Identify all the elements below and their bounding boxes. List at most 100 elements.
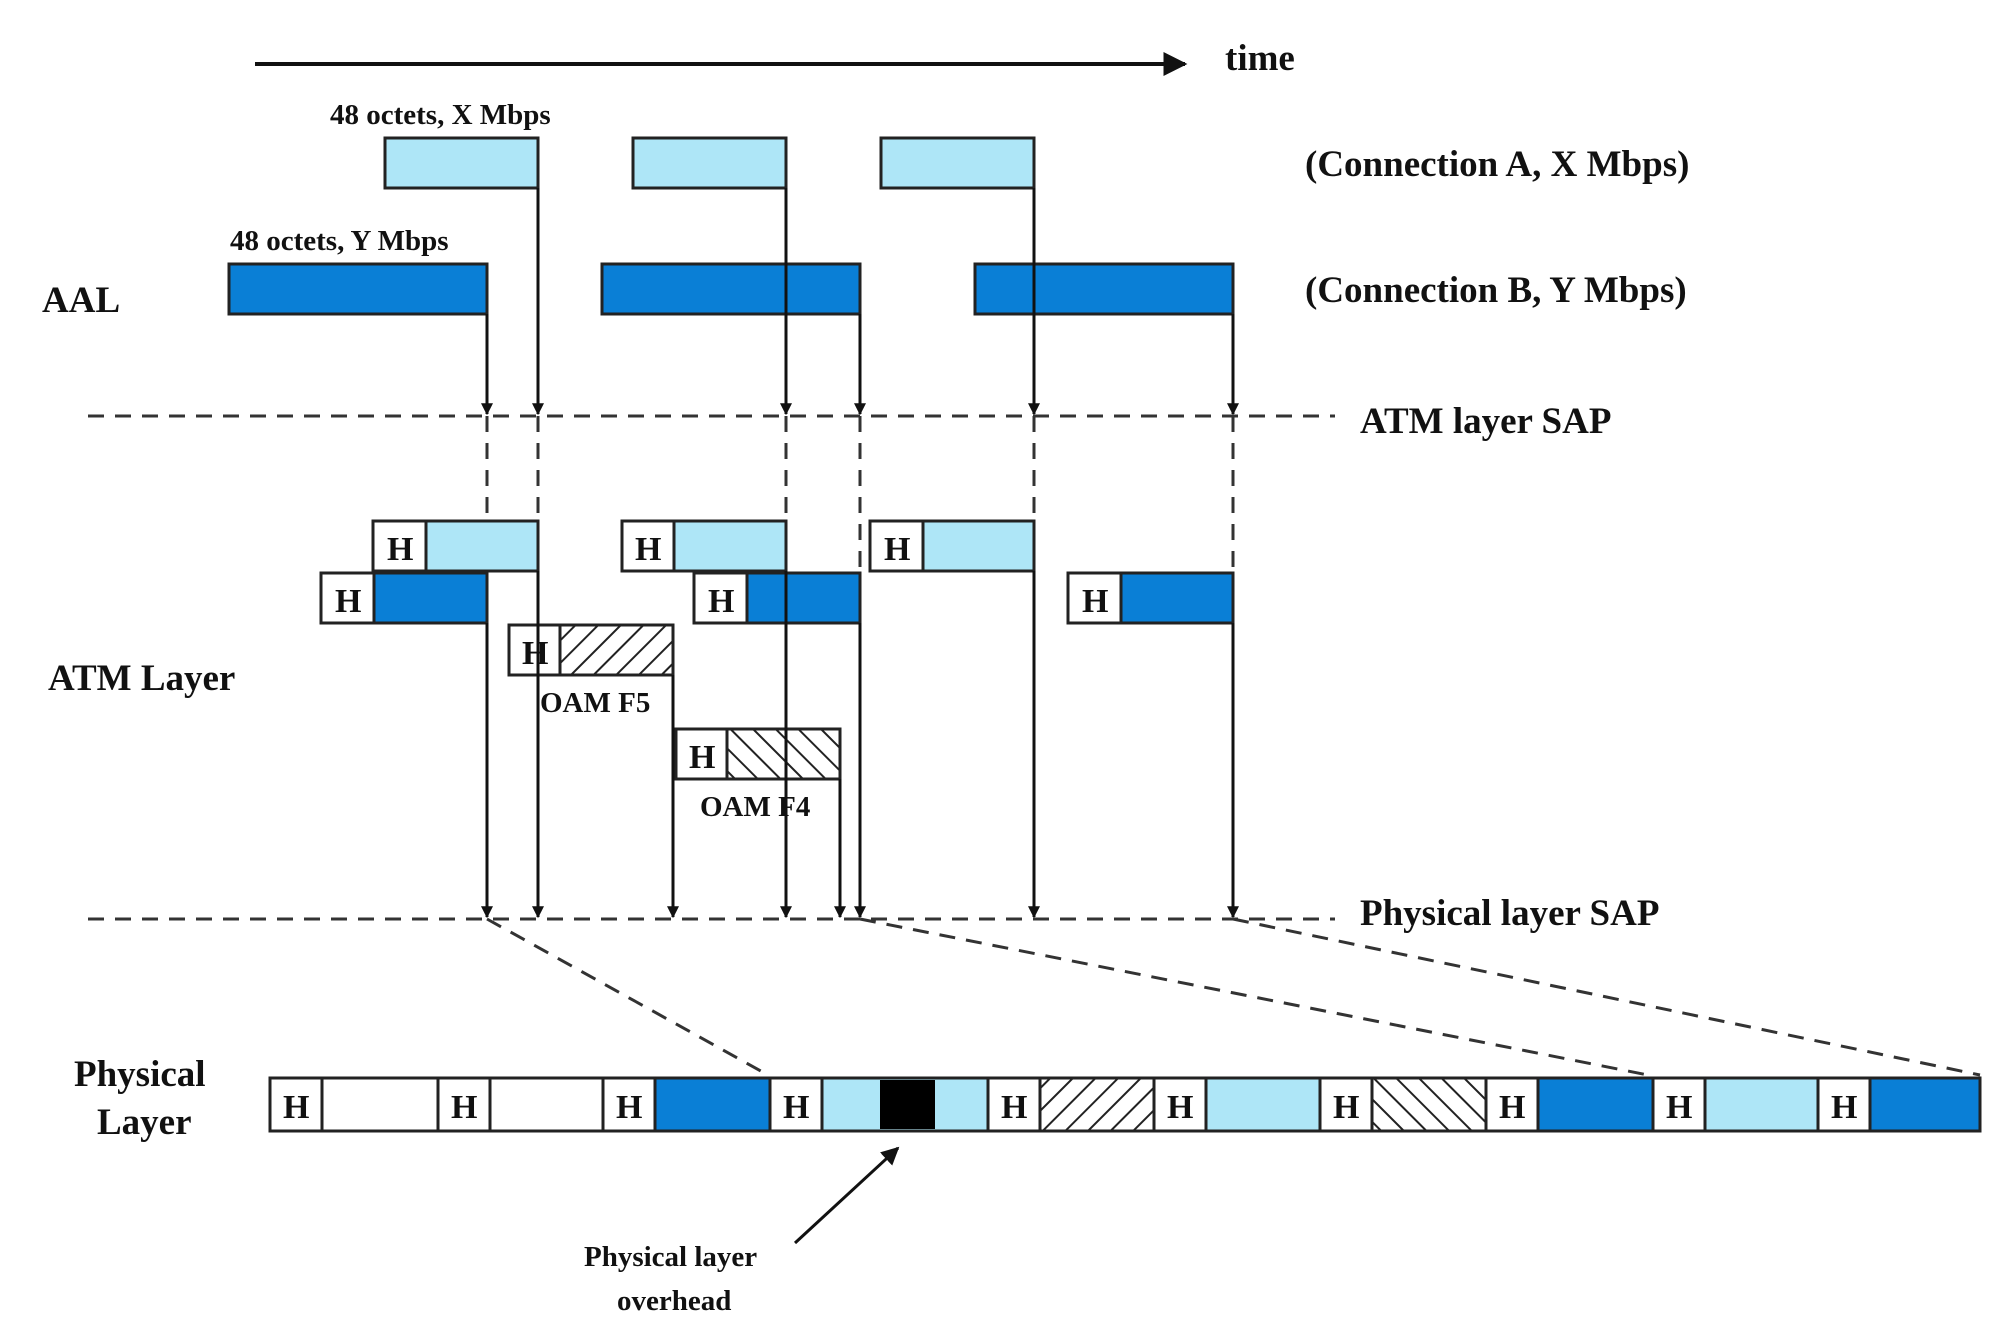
aal-layer-label: AAL [42,280,120,321]
phys-cell-oam-f5: H [986,1076,1156,1133]
physical-mapping-dashed-lines [486,917,1981,1077]
cell-payload-idle [320,1076,440,1133]
aal-sdu-b-2 [600,262,862,316]
header-letter: H [522,635,548,672]
atm-cell-a-1: H [371,519,540,573]
oam-f4-payload [1370,1076,1488,1133]
atm-layer-label: ATM Layer [48,658,235,699]
phys-cell-b-2: H [1484,1076,1655,1133]
aal-connection-b-sdus [227,262,1235,316]
cell-header [868,519,925,573]
physical-layer-label-line1: Physical [74,1054,206,1095]
header-letter: H [283,1089,309,1126]
header-letter: H [708,583,734,620]
header-letter: H [1167,1089,1193,1126]
cell-header [507,623,562,677]
header-letter: H [1499,1089,1525,1126]
atm-sap-label: ATM layer SAP [1360,401,1611,442]
overhead-arrow [793,1146,900,1245]
cell-header [268,1076,324,1133]
aal-to-atm-sap-arrows [481,188,1239,416]
phys-cell-a-2: H [1152,1076,1322,1133]
header-letter: H [783,1089,809,1126]
aal-sdu-a-3 [879,136,1036,190]
oam-f4-label: OAM F4 [700,791,810,823]
overhead-annotation: Physical layer overhead [584,1146,900,1317]
map-line-b3 [1232,917,1981,1077]
overhead-label-line2: overhead [617,1285,731,1317]
connection-b-label: (Connection B, Y Mbps) [1305,270,1687,311]
cell-payload-a [1204,1076,1322,1133]
time-axis: time [255,38,1295,79]
oam-f4-payload [725,727,842,781]
physical-stream: H H H H H H H [268,1076,1982,1133]
header-letter: H [387,531,413,568]
cell-payload-b [372,571,489,625]
atm-cells: H H H H H H [319,519,1235,823]
overhead-label-line1: Physical layer [584,1241,757,1273]
physical-sap-label: Physical layer SAP [1360,893,1659,934]
cell-payload-b [745,571,862,625]
time-label: time [1225,38,1295,79]
aal-sdu-b-3 [973,262,1235,316]
atm-cell-b-1: H [319,571,489,625]
cell-payload-b [1868,1076,1982,1133]
atm-to-physical-sap-arrows [481,571,1239,919]
cell-payload-a [424,519,540,573]
cell-header [601,1076,657,1133]
cell-payload-b [1119,571,1235,625]
cell-payload-a [921,519,1036,573]
cell-header [1651,1076,1707,1133]
header-letter: H [616,1089,642,1126]
header-letter: H [635,531,661,568]
atm-cell-oam-f4: H OAM F4 [674,727,842,823]
phys-cell-oam-f4: H [1318,1076,1488,1133]
connection-b-cell-label: 48 octets, Y Mbps [230,225,449,257]
header-letter: H [884,531,910,568]
cell-payload-idle [488,1076,605,1133]
cell-header [986,1076,1042,1133]
atm-sap-dashed-drops [485,416,1235,578]
phys-cell-a-3: H [1651,1076,1820,1133]
cell-payload-a [672,519,788,573]
header-letter: H [451,1089,477,1126]
header-letter: H [1831,1089,1857,1126]
phys-cell-b-3: H [1816,1076,1982,1133]
phys-cell-a-1: H [768,1076,990,1133]
cell-payload-b [1536,1076,1655,1133]
connection-a-label: (Connection A, X Mbps) [1305,144,1689,185]
cell-header [436,1076,492,1133]
aal-connection-a-sdus [383,136,1036,190]
header-letter: H [689,739,715,776]
oam-f5-payload [558,623,675,677]
oam-f5-label: OAM F5 [540,687,650,719]
aal-sdu-b-1 [227,262,489,316]
cell-header [1318,1076,1374,1133]
cell-payload-b [653,1076,772,1133]
cell-payload-a [1703,1076,1820,1133]
phys-cell-b-1: H [601,1076,772,1133]
atm-cell-b-2: H [692,571,862,625]
oam-f5-payload [1038,1076,1156,1133]
physical-overhead-block [880,1080,935,1129]
map-line-b1 [486,917,769,1077]
header-letter: H [1333,1089,1359,1126]
connection-a-cell-label: 48 octets, X Mbps [330,99,551,131]
atm-cell-a-3: H [868,519,1036,573]
header-letter: H [1082,583,1108,620]
cell-header [1152,1076,1208,1133]
atm-cell-b-3: H [1066,571,1235,625]
atm-cell-a-2: H [620,519,788,573]
phys-cell-empty-1: H [268,1076,440,1133]
physical-layer-label-line2: Layer [97,1102,192,1143]
cell-header [674,727,729,781]
header-letter: H [335,583,361,620]
cell-header [692,571,749,625]
phys-cell-empty-2: H [436,1076,605,1133]
header-letter: H [1666,1089,1692,1126]
cell-header [620,519,676,573]
atm-cell-oam-f5: H OAM F5 [507,623,675,719]
map-line-b2 [859,917,1649,1077]
aal-sdu-a-1 [383,136,540,190]
